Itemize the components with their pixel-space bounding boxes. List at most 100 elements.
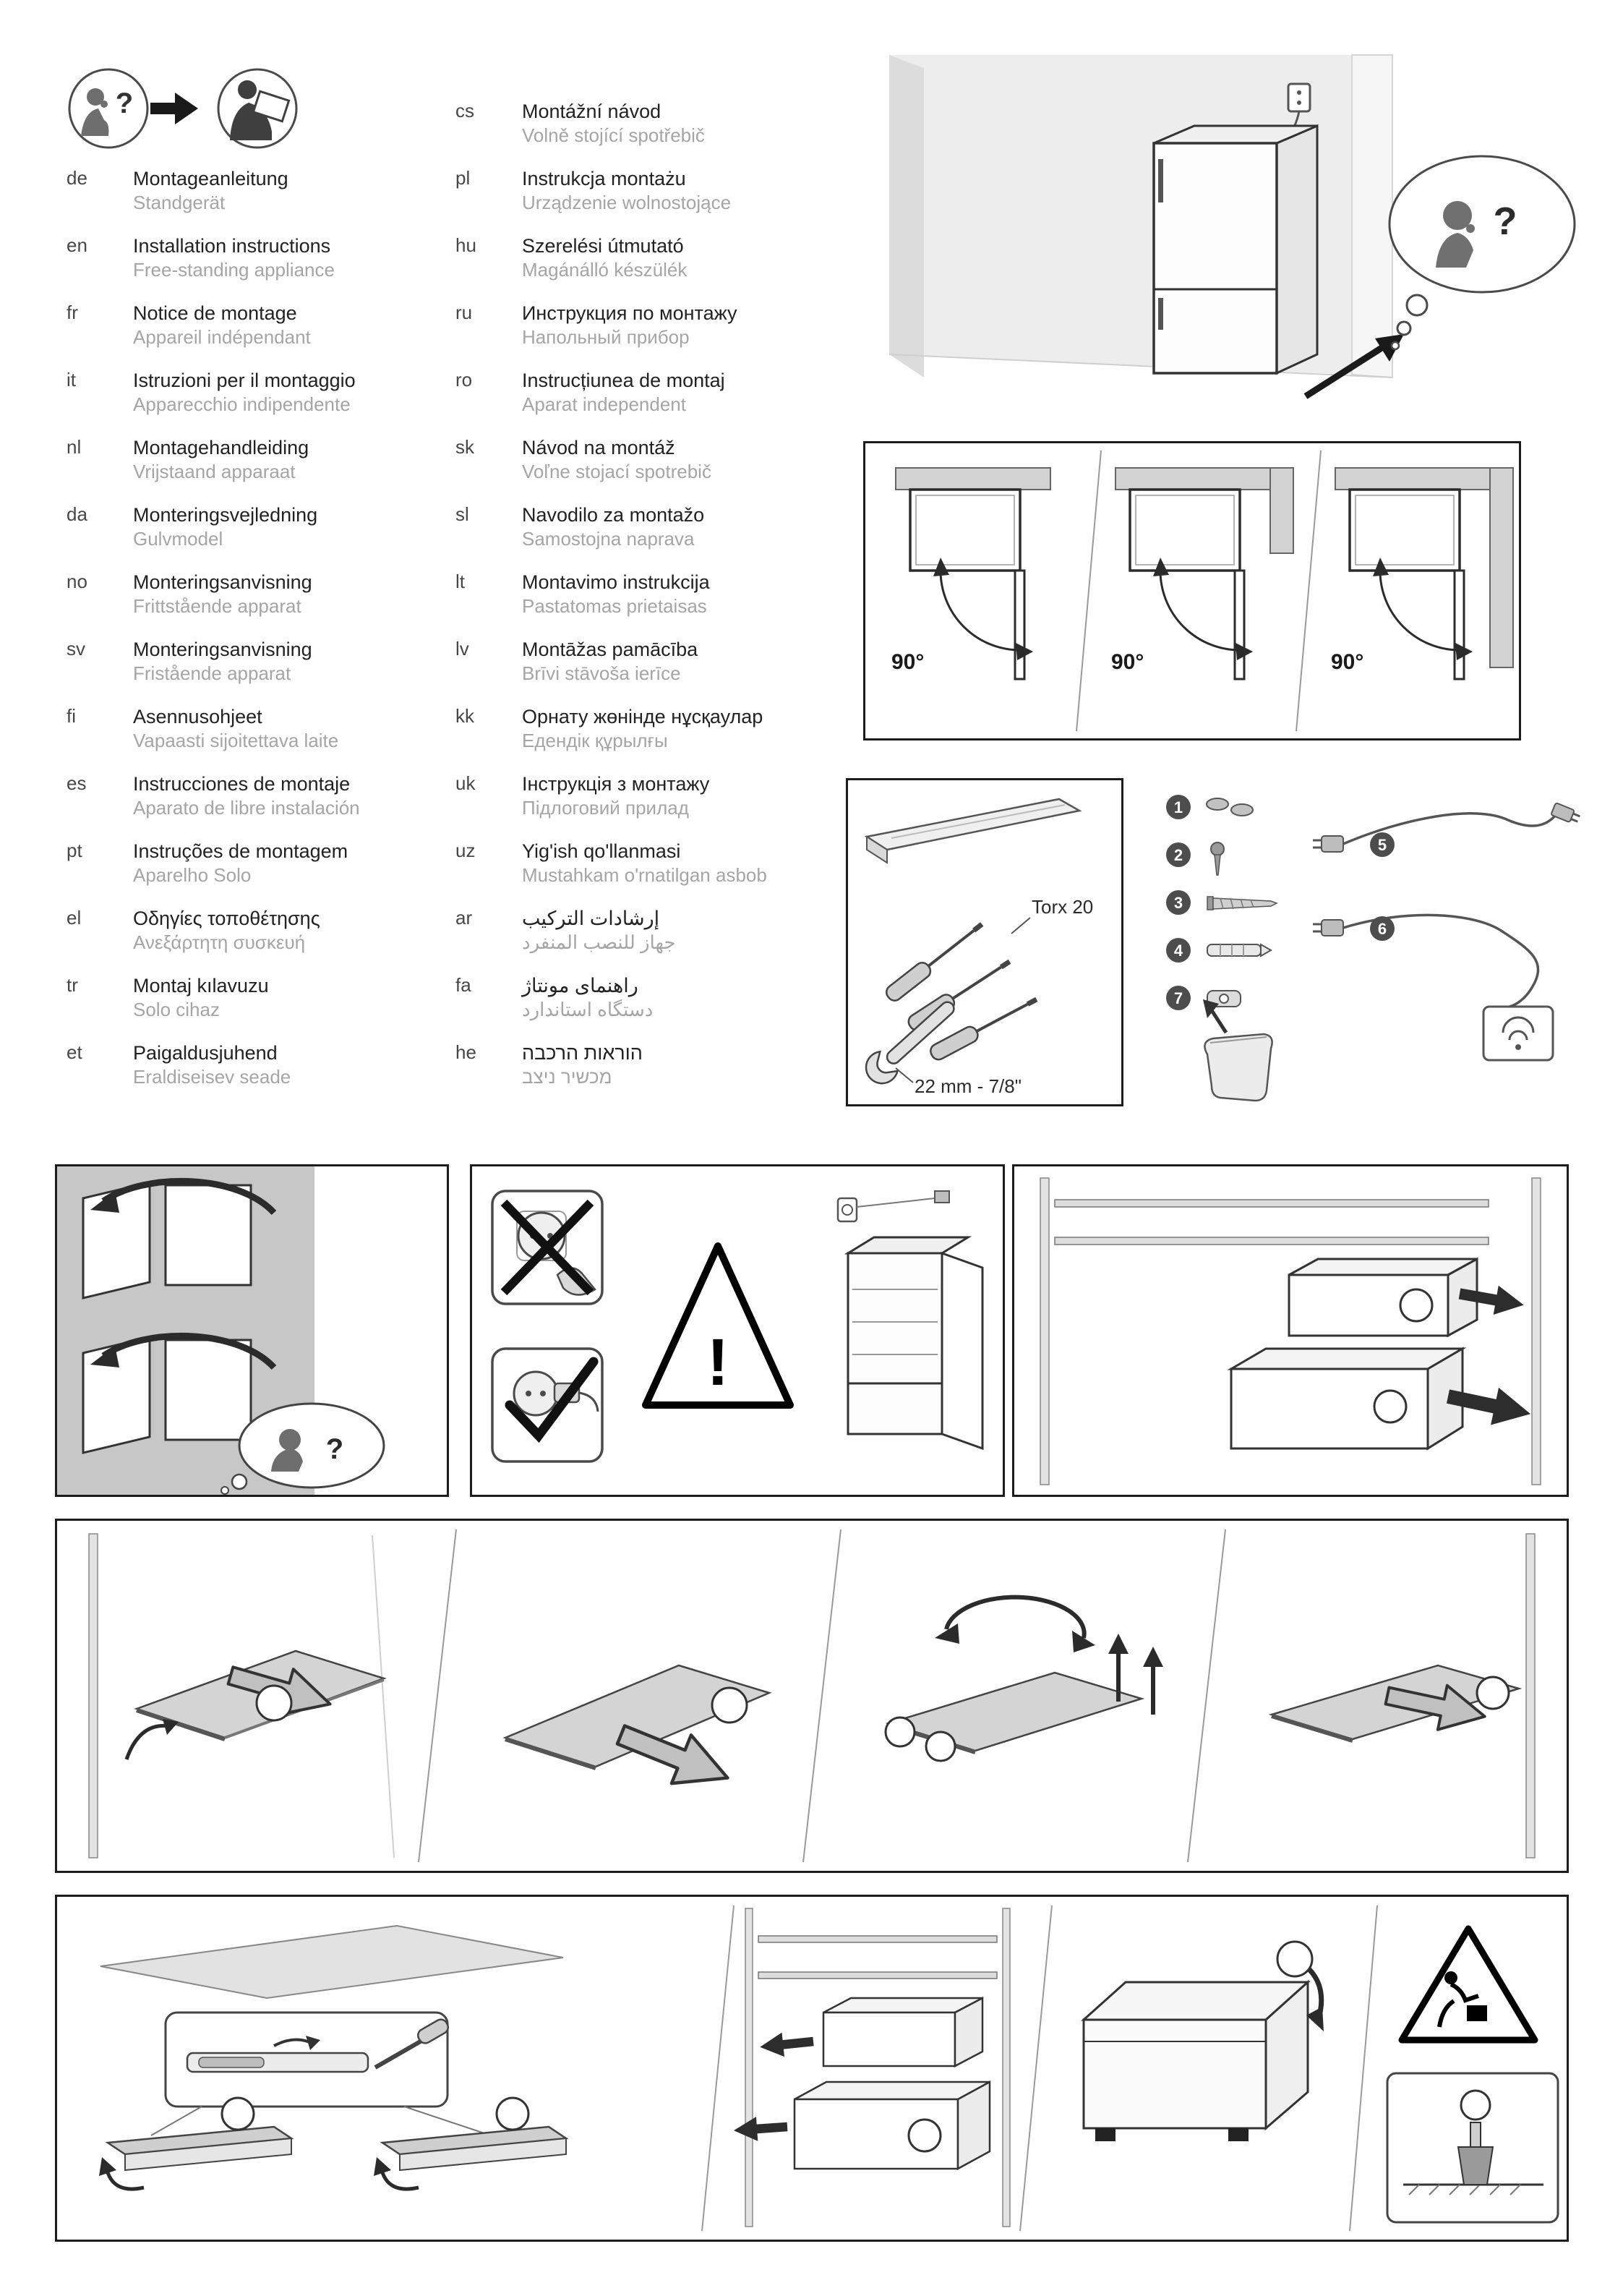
- language-subtitle: Fristående apparat: [133, 662, 291, 685]
- language-subtitle: Едендік құрылғы: [522, 730, 668, 752]
- question-thought-cloud: ?: [220, 1402, 385, 1495]
- language-code: sk: [455, 436, 474, 458]
- language-subtitle: Ανεξάρτητη συσκευή: [133, 931, 306, 954]
- leveling-foot-inset: [1386, 2072, 1559, 2224]
- language-code: hu: [455, 234, 476, 256]
- language-title: Notice de montage: [133, 302, 297, 324]
- front-rail-icon: [374, 2096, 569, 2191]
- language-title: Monteringsanvisning: [133, 571, 312, 593]
- language-title: Montagehandleiding: [133, 437, 309, 458]
- part-number-badge: 5: [1370, 832, 1395, 857]
- language-code: uk: [455, 772, 476, 794]
- language-subtitle: Aparato de libre instalación: [133, 797, 360, 819]
- lifting-warning-icon: [1398, 1925, 1538, 2044]
- question-mark: ?: [1494, 200, 1517, 243]
- front-rail-icon: [99, 2096, 294, 2191]
- shelf-step-1: [88, 1533, 395, 1858]
- language-title: Інструкція з монтажу: [522, 773, 710, 795]
- language-subtitle: Eraldiseisev seade: [133, 1066, 291, 1088]
- callout-circle: [1399, 1288, 1434, 1323]
- language-code: sl: [455, 503, 469, 525]
- rail-and-foot-diagram: [99, 1905, 1559, 2232]
- language-title: Navodilo za montažo: [522, 504, 705, 526]
- torx-label: Torx 20: [1032, 896, 1093, 918]
- language-title: Instruções de montagem: [133, 840, 348, 862]
- language-code: nl: [67, 436, 82, 458]
- language-title: Szerelési útmutató: [522, 235, 684, 257]
- question-thought-cloud: ?: [1388, 155, 1576, 351]
- language-subtitle: Voľne stojací spotrebič: [522, 461, 711, 483]
- language-title: إرشادات التركيب: [522, 908, 660, 929]
- language-code: cs: [455, 100, 474, 121]
- check-icon: [505, 1357, 599, 1443]
- callout-circle: [925, 1730, 956, 1762]
- svg-text:6: 6: [1378, 920, 1387, 938]
- door-angle-diagrams: 90° 90°: [891, 450, 1514, 732]
- language-subtitle: Urządzenie wolnostojące: [522, 192, 732, 214]
- language-code: et: [67, 1041, 82, 1063]
- question-mark: ?: [116, 88, 133, 119]
- language-title: Montážní návod: [522, 101, 661, 122]
- door-reversal-diagram: ?: [57, 1166, 385, 1495]
- fridge-open-illustration: [844, 1236, 984, 1451]
- exclamation-mark: !: [707, 1326, 729, 1399]
- language-title: Istruzioni per il montaggio: [133, 370, 356, 391]
- part-number-badge: 3: [1166, 890, 1191, 915]
- language-code: pl: [455, 167, 471, 189]
- language-title: Орнату жөнінде нұсқаулар: [522, 706, 763, 727]
- language-subtitle: Volně stojící spotřebič: [522, 124, 705, 147]
- language-subtitle: Pastatomas prietaisas: [522, 595, 707, 618]
- long-screw-icon: [1207, 896, 1278, 910]
- drawer-removal-box: [1012, 1164, 1569, 1497]
- language-title: Montageanleitung: [133, 168, 288, 189]
- shelf-steps-diagram: [88, 1529, 1536, 1863]
- language-code: de: [67, 167, 87, 189]
- drawer-removal-diagram: [1040, 1177, 1541, 1485]
- language-code: da: [67, 503, 87, 525]
- language-title: Yig'ish qo'llanmasi: [522, 840, 681, 862]
- part-number-badge: 2: [1166, 842, 1191, 867]
- language-title: Instrucțiunea de montaj: [522, 370, 725, 391]
- corner-installation-diagram: ?: [888, 54, 1576, 399]
- screw-icon: [1210, 842, 1225, 876]
- language-subtitle: Vapaasti sijoitettava laite: [133, 730, 339, 752]
- part-number-badge: 1: [1166, 795, 1191, 819]
- language-title: Οδηγίες τοποθέτησης: [133, 908, 320, 929]
- language-subtitle: Brīvi stāvoša ierīce: [522, 662, 681, 685]
- language-code: pt: [67, 840, 82, 861]
- appliance-foot-icon: [1457, 2146, 1494, 2185]
- svg-text:3: 3: [1174, 894, 1183, 912]
- language-subtitle: Mustahkam o'rnatilgan asbob: [522, 864, 767, 887]
- fridge-illustration: [1152, 124, 1319, 375]
- svg-text:2: 2: [1174, 846, 1183, 864]
- language-code: he: [455, 1041, 476, 1063]
- language-subtitle: Vrijstaand apparaat: [133, 461, 296, 483]
- angle-diagram-3: 90°: [1331, 467, 1514, 680]
- cover-caps-icon: [1206, 798, 1254, 816]
- language-code: el: [67, 907, 82, 929]
- power-warning-diagram: !: [491, 1190, 984, 1463]
- language-code: no: [67, 571, 87, 592]
- screwdriver-icon: [374, 2038, 424, 2070]
- screwdriver-icon: [886, 922, 984, 1002]
- language-title: Installation instructions: [133, 235, 331, 257]
- door-angle-panel: 90° 90°: [863, 441, 1521, 741]
- language-code: sv: [67, 638, 85, 660]
- language-code: en: [67, 234, 87, 256]
- tools-panel: Torx 20 22 mm - 7/8": [846, 778, 1123, 1106]
